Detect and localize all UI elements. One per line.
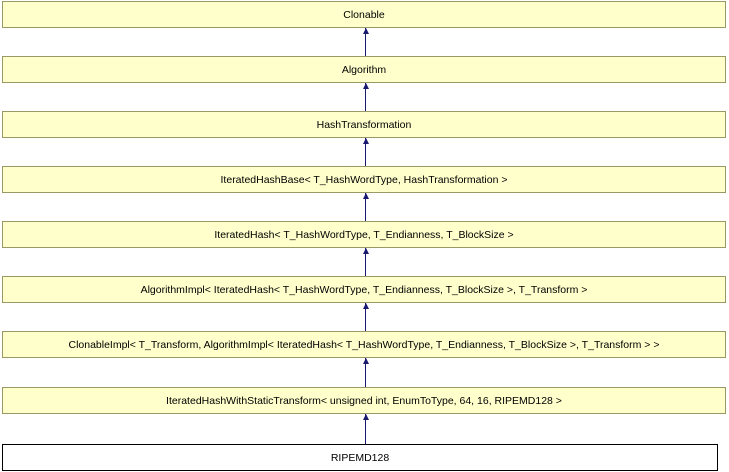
class-node-label: Algorithm — [341, 63, 387, 76]
inheritance-edge — [365, 248, 366, 276]
inheritance-arrow-icon — [363, 303, 369, 309]
class-node-current[interactable]: RIPEMD128 — [2, 444, 718, 471]
inheritance-edge — [365, 193, 366, 221]
inheritance-edge — [365, 28, 366, 56]
class-node-label: IteratedHashBase< T_HashWordType, HashTr… — [220, 173, 508, 186]
class-node[interactable]: ClonableImpl< T_Transform, AlgorithmImpl… — [2, 331, 726, 358]
class-node-label: Clonable — [343, 8, 385, 21]
inheritance-arrow-icon — [363, 138, 369, 144]
class-node[interactable]: Clonable — [2, 1, 726, 28]
class-node[interactable]: HashTransformation — [2, 111, 726, 138]
class-node[interactable]: IteratedHashBase< T_HashWordType, HashTr… — [2, 166, 726, 193]
class-node[interactable]: IteratedHashWithStaticTransform< unsigne… — [2, 387, 726, 414]
inheritance-edge — [365, 83, 366, 111]
inheritance-arrow-icon — [363, 83, 369, 89]
inheritance-arrow-icon — [363, 248, 369, 254]
class-node-label: RIPEMD128 — [330, 451, 390, 464]
inheritance-arrow-icon — [363, 414, 369, 420]
class-node[interactable]: AlgorithmImpl< IteratedHash< T_HashWordT… — [2, 276, 726, 303]
class-node[interactable]: IteratedHash< T_HashWordType, T_Endianne… — [2, 221, 726, 248]
inheritance-edge — [365, 358, 366, 387]
class-node[interactable]: Algorithm — [2, 56, 726, 83]
class-node-label: ClonableImpl< T_Transform, AlgorithmImpl… — [68, 338, 660, 351]
inheritance-edge — [365, 303, 366, 331]
inheritance-arrow-icon — [363, 28, 369, 34]
class-node-label: AlgorithmImpl< IteratedHash< T_HashWordT… — [140, 283, 588, 296]
class-node-label: HashTransformation — [316, 118, 412, 131]
class-node-label: IteratedHashWithStaticTransform< unsigne… — [166, 394, 562, 407]
inheritance-edge — [365, 414, 366, 444]
inheritance-arrow-icon — [363, 358, 369, 364]
inheritance-arrow-icon — [363, 193, 369, 199]
inheritance-edge — [365, 138, 366, 166]
class-node-label: IteratedHash< T_HashWordType, T_Endianne… — [214, 228, 514, 241]
